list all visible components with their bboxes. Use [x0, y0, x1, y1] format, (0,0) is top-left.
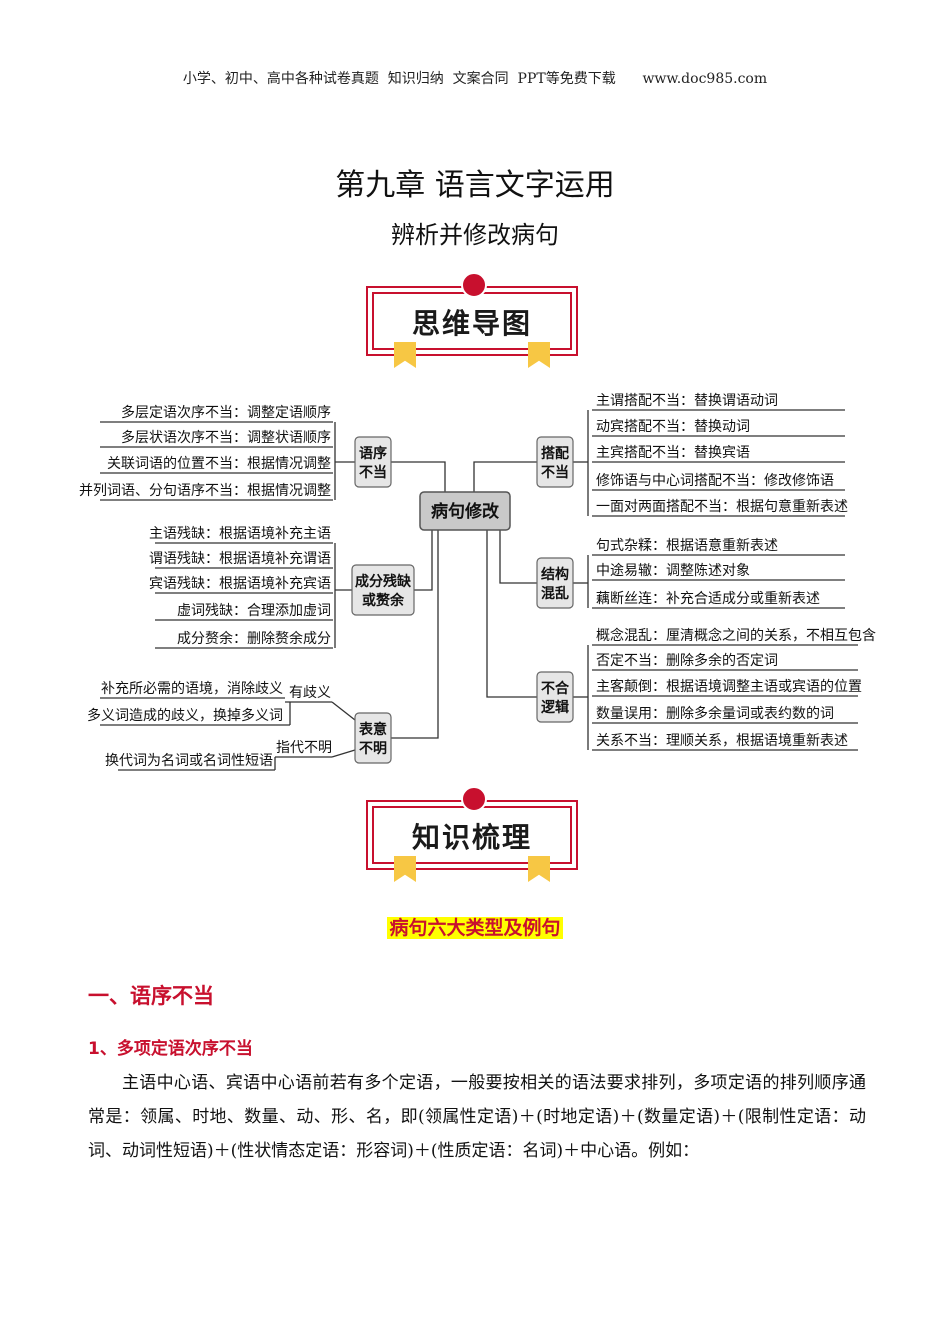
- category-node-label: 表意: [358, 721, 387, 738]
- ribbon-flag-icon: [394, 342, 416, 368]
- center-link: [486, 530, 537, 698]
- category-node-label: 不当: [541, 464, 569, 481]
- category-node: [536, 557, 574, 609]
- leaf-item: 关联词语的位置不当：根据情况调整: [107, 456, 331, 472]
- center-link: [391, 530, 439, 739]
- center-node-label: 病句修改: [431, 501, 500, 522]
- leaf-item: 概念混乱：厘清概念之间的关系，不相互包含: [596, 627, 876, 644]
- body-paragraph: 主语中心语、宾语中心语前若有多个定语，一般要按相关的语法要求排列，多项定语的排列…: [88, 1073, 866, 1161]
- category-node-label: 不合: [541, 680, 570, 697]
- chapter-subtitle: 辨析并修改病句: [391, 221, 559, 249]
- chapter-title: 第九章 语言文字运用: [335, 168, 615, 203]
- leaf-item: 并列词语、分句语序不当：根据情况调整: [79, 483, 331, 499]
- category-node-label: 不明: [359, 741, 387, 757]
- center-link: [414, 530, 433, 591]
- banner-dot-icon: [461, 786, 487, 812]
- banner-title: 知识梳理: [411, 821, 532, 854]
- center-link: [391, 461, 446, 492]
- heading-level-2: 1、多项定语次序不当: [88, 1039, 253, 1059]
- banner-title: 思维导图: [411, 307, 532, 340]
- leaf-item: 多层状语次序不当：调整状语顺序: [121, 429, 331, 446]
- knowledge-banner: 知识梳理: [366, 786, 578, 882]
- leaf-item: 主宾搭配不当：替换宾语: [596, 444, 750, 461]
- category-node-label: 结构: [541, 566, 569, 583]
- category-node: [536, 436, 574, 488]
- leaf-item: 一面对两面搭配不当：根据句意重新表述: [596, 498, 848, 515]
- leaf-item: 藕断丝连：补充合适成分或重新表述: [596, 591, 820, 607]
- leaf-item: 动宾搭配不当：替换动词: [596, 418, 750, 435]
- leaf-item: 中途易辙：调整陈述对象: [596, 562, 750, 579]
- leaf-item: 主语残缺：根据语境补充主语: [149, 526, 331, 542]
- sub-link: [331, 701, 356, 721]
- leaf-item: 多层定语次序不当：调整定语顺序: [121, 404, 331, 421]
- category-node-label: 语序: [359, 445, 387, 462]
- category-node: [351, 564, 415, 616]
- mind-map-banner: 思维导图: [366, 272, 578, 368]
- leaf-item: 谓语残缺：根据语境补充谓语: [149, 551, 331, 567]
- leaf-item: 主谓搭配不当：替换谓语动词: [596, 392, 778, 409]
- sub-label: 指代不明: [276, 740, 332, 756]
- mind-map: 病句修改 语序不当 多层定语次序不当：调整定语顺序多层状语次序不当：调整状语顺序关联…: [79, 392, 876, 771]
- leaf-item: 宾语残缺：根据语境补充宾语: [149, 576, 331, 592]
- center-link: [473, 461, 537, 492]
- leaf-item: 修饰语与中心词搭配不当：修改修饰语: [596, 473, 834, 489]
- category-node-label: 混乱: [541, 585, 569, 602]
- category-node: [354, 712, 392, 764]
- sub-link: [331, 749, 356, 758]
- banner-dot-icon: [461, 272, 487, 298]
- category-node-label: 不当: [359, 464, 387, 481]
- leaf-item: 换代词为名词或名词性短语: [105, 752, 273, 769]
- leaf-item: 补充所必需的语境，消除歧义: [101, 681, 283, 697]
- heading-level-1: 一、语序不当: [88, 984, 214, 1008]
- section-heading: 病句六大类型及例句: [0, 913, 950, 940]
- category-node-label: 逻辑: [541, 699, 569, 716]
- leaf-item: 虚词残缺：合理添加虚词: [177, 603, 331, 619]
- section-heading-text: 病句六大类型及例句: [387, 917, 563, 939]
- category-node-label: 成分残缺: [355, 573, 412, 590]
- leaf-item: 否定不当：删除多余的否定词: [596, 652, 778, 669]
- category-node: [354, 436, 392, 488]
- category-node-label: 搭配: [541, 445, 569, 462]
- sub-label: 有歧义: [289, 685, 331, 701]
- ribbon-flag-icon: [528, 342, 550, 368]
- ribbon-flag-icon: [394, 856, 416, 882]
- ribbon-flag-icon: [528, 856, 550, 882]
- center-link: [499, 530, 537, 584]
- leaf-item: 关系不当：理顺关系，根据语境重新表述: [596, 733, 848, 749]
- leaf-item: 句式杂糅：根据语意重新表述: [596, 537, 778, 554]
- leaf-item: 多义词造成的歧义，换掉多义词: [87, 707, 283, 724]
- category-node-label: 或赘余: [362, 592, 405, 609]
- leaf-item: 主客颠倒：根据语境调整主语或宾语的位置: [596, 678, 862, 695]
- center-node: [419, 491, 511, 531]
- page-header: 小学、初中、高中各种试卷真题 知识归纳 文案合同 PPT等免费下载 www.do…: [182, 71, 768, 87]
- leaf-item: 成分赘余：删除赘余成分: [177, 630, 331, 647]
- leaf-item: 数量误用：删除多余量词或表约数的词: [596, 705, 834, 722]
- category-node: [536, 671, 574, 723]
